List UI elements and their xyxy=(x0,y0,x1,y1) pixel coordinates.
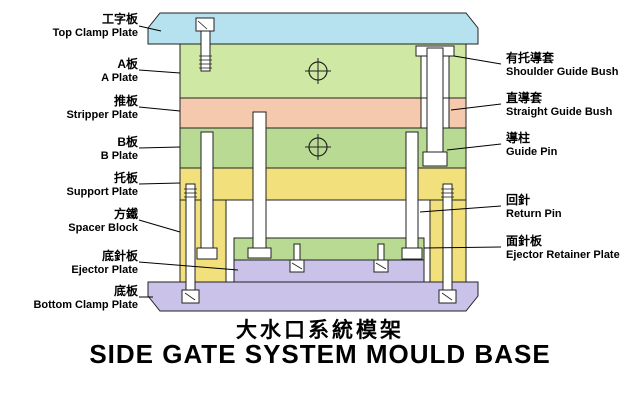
retainer-screw-right xyxy=(373,243,389,273)
label-guide-pin-zh: 導柱 xyxy=(506,131,531,145)
label-stripper-plate-zh: 推板 xyxy=(113,94,138,108)
label-straight-guide-bush-zh: 直導套 xyxy=(506,91,543,105)
label-return-pin: 回針 Return Pin xyxy=(506,193,562,220)
diagram-title-chinese: 大水口系統模架 xyxy=(236,319,404,342)
screw-hole-symbol-b-plate xyxy=(305,134,331,160)
clamp-screw-right xyxy=(438,183,457,304)
screw-hole-symbol-a-plate xyxy=(305,58,331,84)
label-top-clamp-plate-en: Top Clamp Plate xyxy=(52,26,138,39)
label-ejector-plate-en: Ejector Plate xyxy=(71,263,138,276)
guide-pin xyxy=(422,47,448,167)
label-support-plate-en: Support Plate xyxy=(66,185,138,198)
label-a-plate-en: A Plate xyxy=(101,71,138,84)
label-guide-pin-en: Guide Pin xyxy=(506,145,558,158)
label-b-plate: B板 B Plate xyxy=(100,135,138,162)
label-bottom-clamp-plate-zh: 底板 xyxy=(113,284,138,298)
label-stripper-plate-en: Stripper Plate xyxy=(66,108,138,121)
label-ejector-retainer-plate: 面針板 Ejector Retainer Plate xyxy=(506,234,620,261)
label-shoulder-guide-bush: 有托導套 Shoulder Guide Bush xyxy=(506,51,619,78)
label-a-plate: A板 A Plate xyxy=(101,57,138,84)
diagram-title-english: SIDE GATE SYSTEM MOULD BASE xyxy=(89,339,551,369)
label-bottom-clamp-plate-en: Bottom Clamp Plate xyxy=(33,298,138,311)
label-spacer-block: 方鐵 Spacer Block xyxy=(68,207,138,234)
label-support-plate-zh: 托板 xyxy=(113,171,138,185)
support-plate xyxy=(179,167,467,201)
label-a-plate-zh: A板 xyxy=(117,57,138,71)
label-b-plate-zh: B板 xyxy=(117,135,138,149)
label-top-clamp-plate: 工字板 Top Clamp Plate xyxy=(52,12,138,39)
label-ejector-retainer-plate-en: Ejector Retainer Plate xyxy=(506,248,620,261)
label-spacer-block-en: Spacer Block xyxy=(68,221,138,234)
label-b-plate-en: B Plate xyxy=(100,149,138,162)
label-return-pin-en: Return Pin xyxy=(506,207,562,220)
retainer-screw-left xyxy=(289,243,305,273)
label-shoulder-guide-bush-en: Shoulder Guide Bush xyxy=(506,65,619,78)
label-spacer-block-zh: 方鐵 xyxy=(113,207,138,221)
ejector-plate xyxy=(233,259,425,283)
label-straight-guide-bush-en: Straight Guide Bush xyxy=(506,105,613,118)
label-straight-guide-bush: 直導套 Straight Guide Bush xyxy=(506,91,613,118)
return-pin-left xyxy=(196,131,218,260)
label-support-plate: 托板 Support Plate xyxy=(66,171,138,198)
label-guide-pin: 導柱 Guide Pin xyxy=(506,131,558,158)
label-ejector-plate-zh: 底針板 xyxy=(101,249,138,263)
label-return-pin-zh: 回針 xyxy=(506,193,531,207)
cap-screw-top xyxy=(195,17,215,72)
label-bottom-clamp-plate: 底板 Bottom Clamp Plate xyxy=(33,284,138,311)
ejector-pin xyxy=(247,111,272,259)
bottom-clamp-plate xyxy=(147,281,479,312)
label-ejector-plate: 底針板 Ejector Plate xyxy=(71,249,138,276)
label-stripper-plate: 推板 Stripper Plate xyxy=(66,94,138,121)
clamp-screw-left xyxy=(181,183,200,304)
label-ejector-retainer-plate-zh: 面針板 xyxy=(506,234,543,248)
leader-lines xyxy=(138,25,502,298)
return-pin-right xyxy=(401,131,423,260)
label-shoulder-guide-bush-zh: 有托導套 xyxy=(506,51,555,65)
label-top-clamp-plate-zh: 工字板 xyxy=(101,12,138,26)
